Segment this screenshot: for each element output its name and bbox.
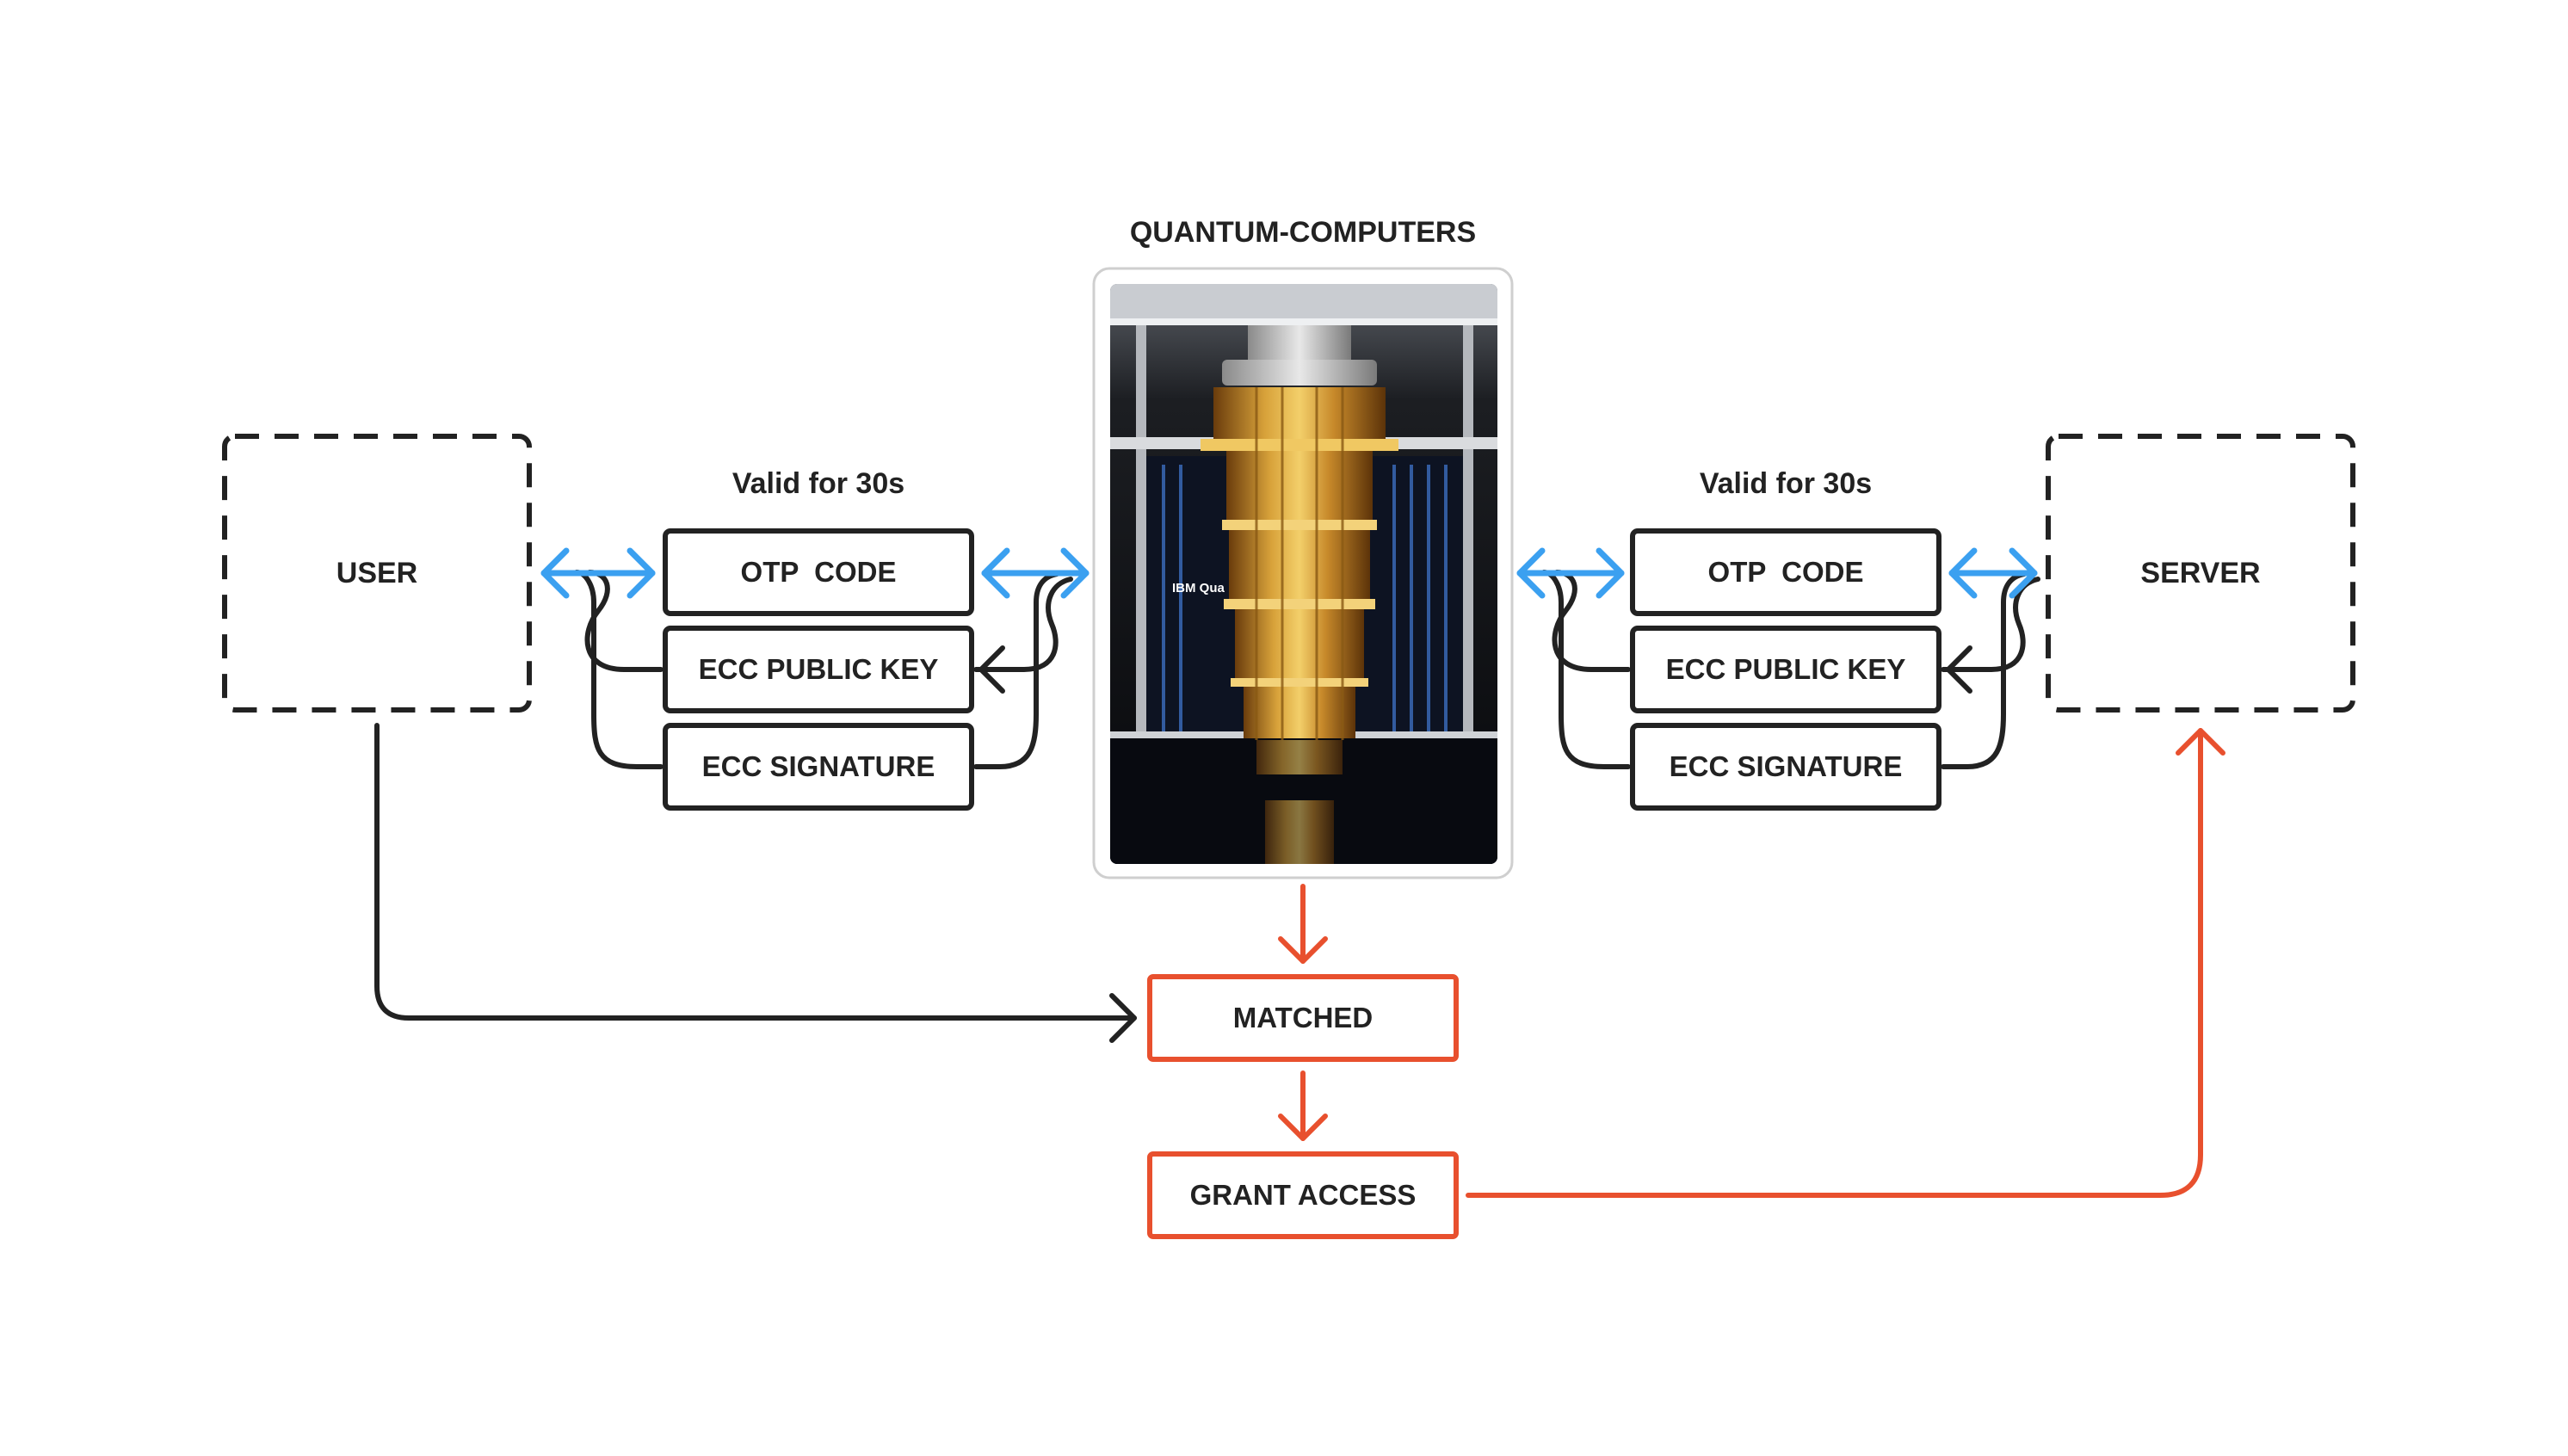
right-ecc-key-arrow-head — [1946, 645, 1972, 694]
quantum-computer-photo: IBM Qua — [1092, 267, 1514, 879]
grant-to-server-arrow — [1466, 728, 2225, 1198]
left-ecc-public-key-box — [663, 626, 974, 713]
left-otp-box — [663, 528, 974, 616]
quantum-to-matched-arrow — [1278, 884, 1328, 964]
ibm-brand-text: IBM Qua — [1172, 581, 1225, 595]
right-validity-label: Valid for 30s — [1699, 466, 1873, 500]
left-bundle-connectors — [574, 570, 1073, 769]
user-otp-double-arrow — [540, 547, 656, 599]
user-node — [222, 434, 532, 713]
matched-box — [1147, 974, 1459, 1062]
matched-to-grant-arrow — [1278, 1070, 1328, 1141]
right-otp-box — [1630, 528, 1941, 616]
grant-access-label: GRANT ACCESS — [1189, 1179, 1417, 1211]
otp-server-double-arrow — [1948, 547, 2038, 599]
left-ecc-public-key-label: ECC PUBLIC KEY — [698, 653, 939, 685]
left-validity-label: Valid for 30s — [732, 466, 905, 500]
left-ecc-signature-box — [663, 723, 974, 811]
left-ecc-signature-label: ECC SIGNATURE — [701, 750, 935, 782]
right-ecc-signature-box — [1630, 723, 1941, 811]
user-label: USER — [336, 556, 418, 589]
server-label: SERVER — [2140, 556, 2261, 589]
right-ecc-public-key-box — [1630, 626, 1941, 713]
right-ecc-public-key-label: ECC PUBLIC KEY — [1665, 653, 1906, 685]
right-otp-code-label: OTP CODE — [1707, 556, 1864, 588]
left-otp-code-label: OTP CODE — [740, 556, 897, 588]
grant-access-box — [1147, 1151, 1459, 1239]
otp-quantum-double-arrow — [981, 547, 1090, 599]
matched-label: MATCHED — [1232, 1002, 1374, 1033]
right-ecc-signature-label: ECC SIGNATURE — [1669, 750, 1903, 782]
server-node — [2046, 434, 2355, 713]
quantum-computers-title: QUANTUM-COMPUTERS — [1129, 215, 1477, 249]
left-ecc-key-arrow-head — [978, 645, 1005, 694]
quantum-otp-double-arrow — [1516, 547, 1625, 599]
user-to-matched-arrow — [374, 723, 1137, 1043]
